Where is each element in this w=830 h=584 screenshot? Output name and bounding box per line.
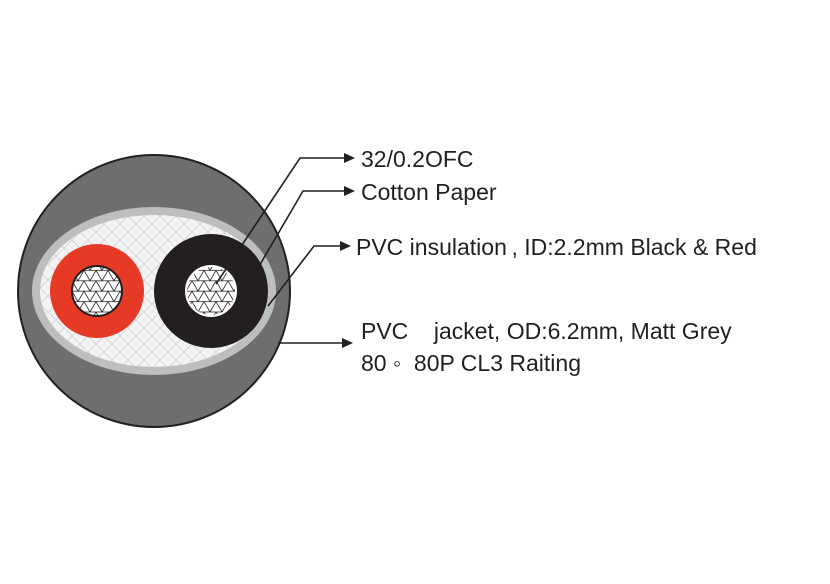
arrowhead-wrap <box>344 186 355 196</box>
label-rating: 80 ◦ 80P CL3 Raiting <box>361 350 581 376</box>
leader-wrap <box>247 190 345 286</box>
black-core-conductor <box>185 265 237 317</box>
arrowhead-insulation <box>340 241 351 251</box>
red-core-conductor <box>71 265 123 317</box>
arrowhead-conductor <box>344 153 355 163</box>
leader-insulation <box>267 245 340 307</box>
arrowhead-jacket <box>342 338 353 348</box>
leader-conductor <box>215 157 345 285</box>
label-pvc-insulation: PVC insulation , ID:2.2mm Black & Red <box>356 234 757 260</box>
label-cotton-paper: Cotton Paper <box>361 179 497 205</box>
label-jacket-spec: PVC jacket, OD:6.2mm, Matt Grey <box>361 318 732 344</box>
label-conductor: 32/0.2OFC <box>361 146 474 172</box>
